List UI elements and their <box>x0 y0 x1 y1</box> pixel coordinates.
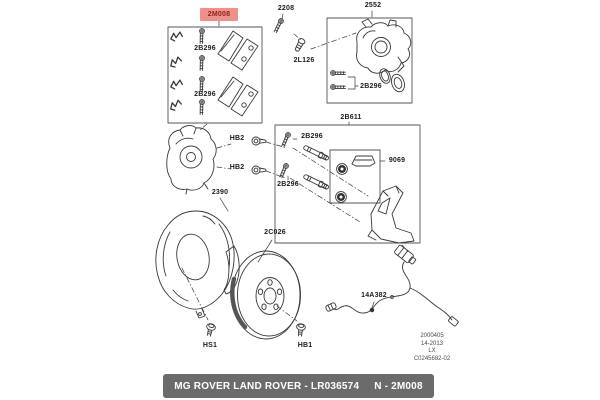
part-label-mount-bolt-lower[interactable]: HB2 <box>229 164 245 171</box>
part-label-disc-screw[interactable]: HB1 <box>297 342 313 349</box>
pad-retaining-clips <box>169 30 184 112</box>
part-label-guide-pin-upper[interactable]: 2B296 <box>301 133 323 140</box>
footer-assembly-text: MG ROVER LAND ROVER - LR036574 <box>174 380 360 392</box>
guide-pins <box>276 131 331 191</box>
part-label-pad-bolt-upper[interactable]: 2B296 <box>194 45 216 52</box>
caliper-box <box>326 17 413 104</box>
steering-knuckle <box>166 125 217 195</box>
bleed-screw <box>270 17 286 34</box>
footer-part-bar: MG ROVER LAND ROVER - LR036574 N - 2M008 <box>163 374 434 398</box>
stamp-date: 14-2013 <box>420 340 444 347</box>
part-label-bleed-screw[interactable]: 2208 <box>277 5 295 12</box>
part-label-caliper[interactable]: 2552 <box>364 2 382 9</box>
brake-caliper <box>356 18 412 74</box>
guide-pin-bush-kit <box>335 155 386 203</box>
brake-disc <box>230 250 301 340</box>
bush-kit-box <box>329 149 381 204</box>
footer-part-ref: N - 2M008 <box>374 380 423 392</box>
part-label-dust-shield[interactable]: 2390 <box>211 189 229 196</box>
part-label-caliper-bolts[interactable]: 2B296 <box>360 83 382 90</box>
stamp-market-code: LX <box>428 348 436 354</box>
part-label-guide-pin-lower[interactable]: 2B296 <box>277 181 299 188</box>
caliper-seals <box>379 68 405 93</box>
pad-kit-bolts <box>196 27 207 116</box>
pad-kit-box <box>167 26 263 124</box>
part-label-bush-kit[interactable]: 9069 <box>388 157 406 164</box>
part-label-pad-kit-highlighted[interactable]: 2M008 <box>200 8 238 21</box>
drawing-stamp: 2000405 14-2013 LX C0245682-02 <box>392 333 472 363</box>
part-label-carrier-kit[interactable]: 2B611 <box>340 114 362 121</box>
part-label-pad-bolt-lower[interactable]: 2B296 <box>194 91 216 98</box>
caliper-carrier-bracket <box>367 185 415 244</box>
dust-shield <box>155 210 240 319</box>
part-label-disc[interactable]: 2C026 <box>264 229 286 236</box>
part-label-bleed-cap[interactable]: 2L126 <box>293 57 315 64</box>
carrier-kit-box <box>274 124 421 244</box>
stamp-number: 2000405 <box>420 333 444 339</box>
part-label-abs-sensor[interactable]: 14A382 <box>361 292 387 299</box>
shield-screw <box>203 322 217 338</box>
leader-lines <box>181 10 410 322</box>
stamp-drawing-code: C0245682-02 <box>413 355 451 362</box>
caliper-bolts <box>329 68 359 93</box>
abs-sensor-cable <box>325 244 459 327</box>
bleed-screw-cap <box>294 38 306 52</box>
part-label-shield-screw[interactable]: HS1 <box>202 342 218 349</box>
caliper-mount-bolts <box>251 136 267 175</box>
disc-retaining-screw <box>294 322 307 338</box>
brake-pads <box>217 30 259 117</box>
part-label-mount-bolt-upper[interactable]: HB2 <box>229 135 245 142</box>
